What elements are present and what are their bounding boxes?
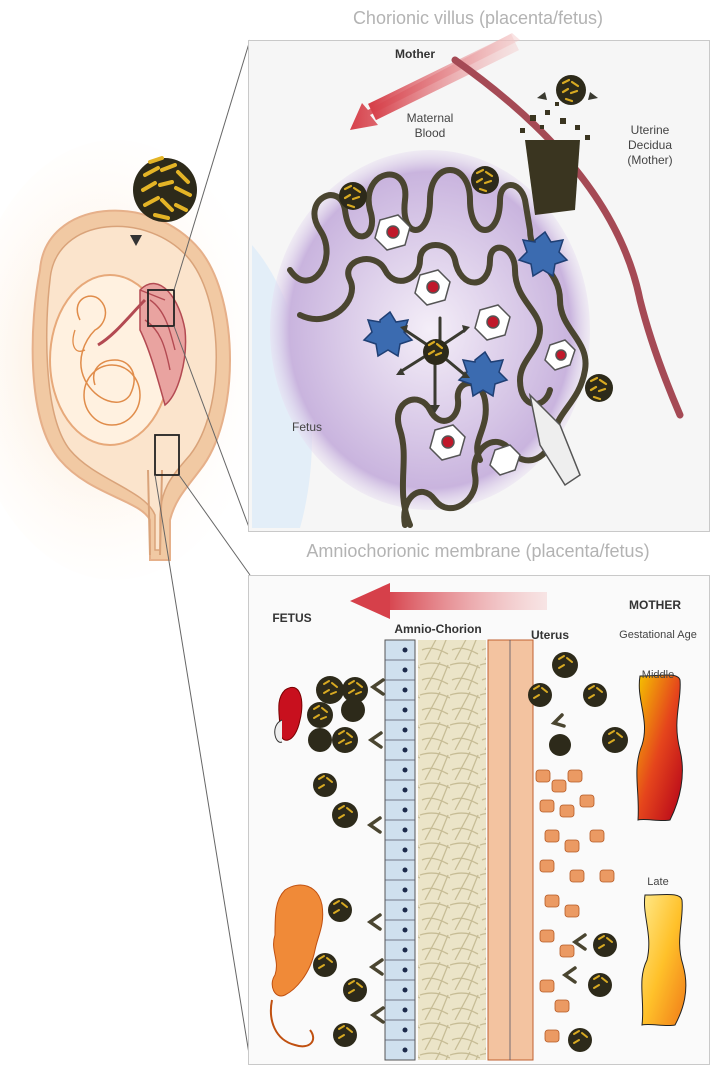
label-fetus-bottom: FETUS bbox=[262, 611, 322, 626]
label-late: Late bbox=[633, 875, 683, 890]
label-uterus: Uterus bbox=[520, 628, 580, 643]
label-amnio-chorion: Amnio-Chorion bbox=[383, 622, 493, 637]
label-middle: Middle bbox=[633, 668, 683, 683]
label-mother-bottom: MOTHER bbox=[615, 598, 695, 613]
label-gestational-age: Gestational Age bbox=[608, 628, 708, 643]
